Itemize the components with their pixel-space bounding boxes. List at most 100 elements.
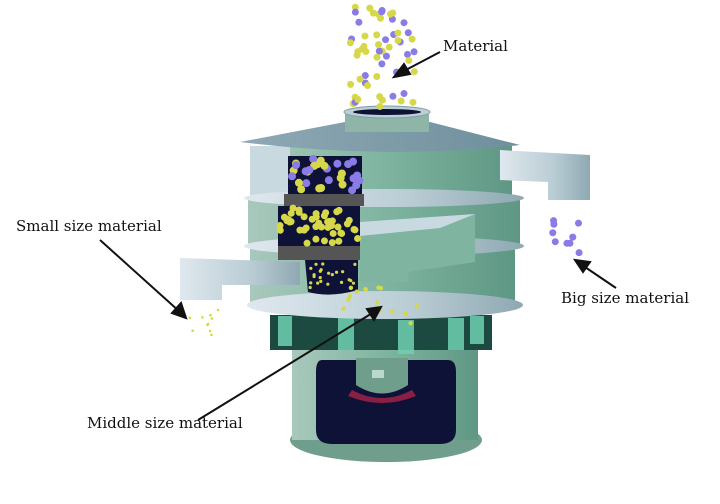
falling-material-particle — [400, 19, 408, 27]
middle-deck-particle — [315, 219, 323, 227]
falling-material-particle — [404, 29, 412, 37]
middle-size-particle — [354, 289, 360, 294]
falling-material-particle — [373, 72, 381, 80]
shaft-mark — [372, 370, 384, 378]
bottom-ring — [247, 291, 523, 319]
top-deck-particle — [294, 178, 303, 187]
fine-particle — [327, 271, 331, 275]
falling-material-particle — [373, 31, 381, 39]
middle-deck-particle — [337, 229, 345, 237]
big-size-particle — [575, 249, 583, 257]
middle-size-particle — [348, 285, 354, 291]
particles — [188, 3, 583, 337]
falling-material-particle — [410, 68, 418, 76]
middle-deck-particle — [328, 239, 336, 247]
top-deck-particle — [315, 184, 324, 193]
falling-material-particle — [378, 8, 386, 16]
middle-size-particle — [414, 304, 420, 309]
middle-deck-particle — [320, 237, 328, 245]
small-arrow — [99, 239, 181, 313]
top-deck-particle — [349, 174, 358, 183]
top-deck-particle — [349, 157, 358, 166]
top-deck-particle — [302, 179, 311, 188]
top-deck-particle — [338, 180, 347, 189]
big-size-particle — [574, 219, 582, 227]
motor-red-ring — [348, 390, 416, 403]
middle-size-particle — [390, 308, 395, 314]
cone-lid — [240, 122, 520, 152]
top-deck-particle — [309, 154, 318, 163]
falling-material-particle — [387, 10, 395, 18]
big-size-particle — [550, 220, 558, 228]
top-deck-particle — [297, 185, 306, 194]
middle-size-particle — [376, 285, 381, 290]
middle-deck-particle — [354, 235, 362, 243]
falling-material-particle — [361, 72, 369, 80]
falling-material-particle — [410, 48, 418, 56]
falling-material-particle — [346, 39, 354, 47]
small-size-particle — [209, 313, 212, 317]
label-small-size-material: Small size material — [16, 217, 162, 235]
falling-material-particle — [405, 56, 413, 64]
middle-deck-particle — [295, 208, 303, 216]
falling-material-particle — [389, 92, 397, 100]
fine-particle — [319, 268, 323, 272]
falling-material-particle — [351, 8, 359, 16]
big-size-particle — [566, 239, 574, 247]
middle-deck-particle — [350, 225, 358, 233]
top-deck-particle — [288, 172, 297, 181]
small-size-particle — [206, 323, 209, 327]
falling-material-particle — [382, 36, 390, 44]
fine-particle — [339, 280, 344, 284]
middle-size-particle — [341, 306, 346, 311]
label-material: Material — [443, 37, 508, 55]
inlet-hole — [353, 109, 421, 115]
middle-deck-particle — [303, 239, 311, 247]
fine-particle — [351, 281, 356, 285]
small-size-particle — [210, 317, 214, 320]
falling-material-particle — [375, 41, 383, 49]
cutaway-bottom-deck — [305, 260, 358, 295]
fine-particle — [319, 279, 323, 283]
middle-size-particle — [408, 320, 413, 326]
fine-particle — [347, 278, 351, 282]
material-arrow — [401, 51, 441, 73]
falling-material-particle — [361, 32, 369, 40]
arrows — [99, 51, 617, 421]
top-deck-particle — [305, 165, 314, 174]
falling-material-particle — [373, 53, 381, 61]
screen-mesh-1 — [284, 194, 364, 206]
top-deck-particle — [333, 159, 342, 168]
middle-size-particle — [347, 293, 353, 299]
falling-material-particle — [378, 60, 386, 68]
fine-particle — [353, 262, 357, 266]
label-middle-size-material: Middle size material — [87, 414, 243, 432]
top-deck-particle — [324, 176, 333, 185]
top-deck-particle — [320, 161, 329, 170]
small-size-particle — [210, 333, 213, 337]
middle-deck-particle — [345, 216, 353, 224]
middle-deck-particle — [335, 237, 343, 245]
middle-size-particle — [346, 297, 351, 302]
middle-deck-particle — [276, 226, 284, 234]
falling-material-particle — [400, 90, 408, 98]
falling-material-particle — [382, 52, 390, 60]
falling-material-particle — [394, 36, 402, 44]
falling-material-particle — [408, 35, 416, 43]
falling-material-particle — [394, 29, 402, 37]
fine-particle — [316, 281, 320, 285]
middle-deck-particle — [296, 226, 304, 234]
falling-material-particle — [385, 43, 393, 51]
falling-material-particle — [347, 80, 355, 88]
falling-material-particle — [375, 47, 383, 55]
falling-material-particle — [376, 103, 384, 111]
small-size-particle — [191, 329, 194, 333]
middle-size-particle — [403, 311, 409, 316]
big-arrow — [581, 264, 617, 289]
fine-particle — [341, 270, 345, 274]
falling-material-particle — [403, 50, 411, 58]
middle-deck-particle — [312, 213, 320, 221]
fine-particle — [312, 274, 316, 279]
middle-deck-particle — [335, 206, 343, 214]
label-big-size-material: Big size material — [561, 289, 690, 307]
